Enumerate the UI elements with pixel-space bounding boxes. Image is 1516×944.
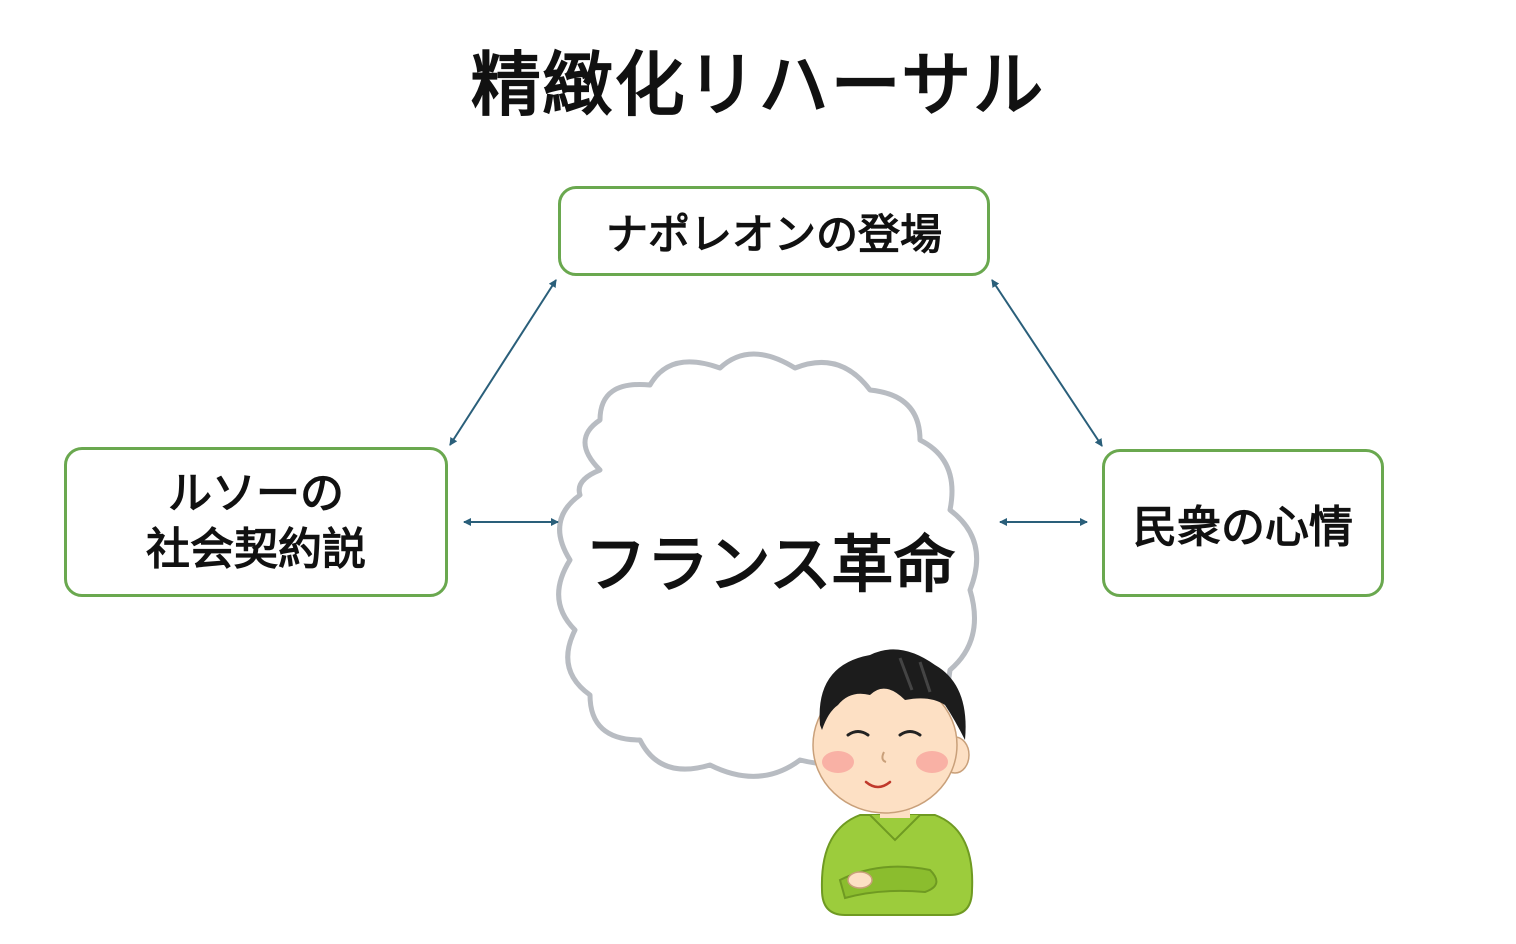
node-rousseau-label-line1: ルソーの: [168, 468, 344, 519]
node-rousseau-label-line2: 社会契約説: [146, 524, 366, 575]
arrow-top-right: [991, 279, 1103, 447]
node-rousseau: ルソーの 社会契約説: [64, 447, 448, 597]
node-public-sentiment: 民衆の心情: [1102, 449, 1384, 597]
thinking-boy-illustration: [812, 649, 974, 916]
arrow-top-left: [449, 279, 557, 446]
node-napoleon: ナポレオンの登場: [558, 186, 990, 276]
central-topic-label: フランス革命: [584, 528, 956, 601]
page-title: 精緻化リハーサル: [470, 44, 1046, 126]
node-napoleon-label: ナポレオンの登場: [605, 209, 942, 259]
node-public-sentiment-label: 民衆の心情: [1133, 502, 1353, 553]
